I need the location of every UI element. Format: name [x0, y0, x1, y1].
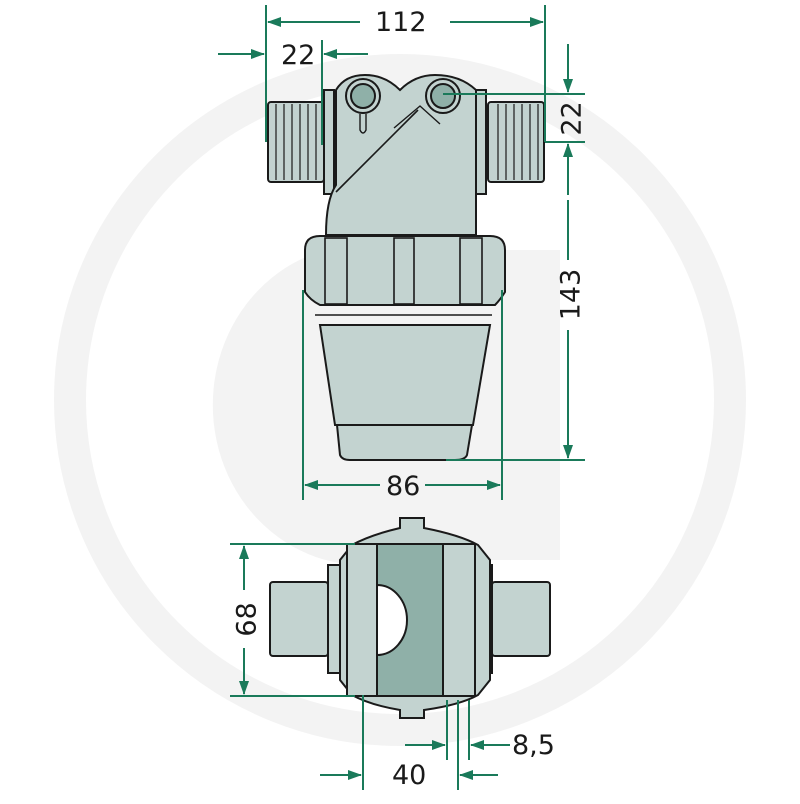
top-right-thread: [491, 581, 551, 657]
filter-bowl: [318, 324, 492, 426]
dim-wall-thickness: 8,5: [512, 730, 555, 761]
dim-top-view-height: 68: [231, 602, 263, 637]
dim-top-view-width: 40: [392, 760, 427, 791]
dim-thread-offset-height: 22: [556, 101, 588, 136]
top-view: [269, 517, 551, 719]
front-dimensions: [218, 5, 585, 500]
dim-body-height: 143: [555, 268, 587, 321]
right-thread: [487, 101, 545, 183]
dim-overall-width: 112: [375, 7, 427, 38]
top-left-thread: [269, 581, 329, 657]
top-dimensions: [230, 543, 510, 790]
dim-thread-length: 22: [281, 40, 316, 71]
front-view: [267, 73, 545, 461]
dim-bowl-diameter: 86: [386, 471, 421, 502]
